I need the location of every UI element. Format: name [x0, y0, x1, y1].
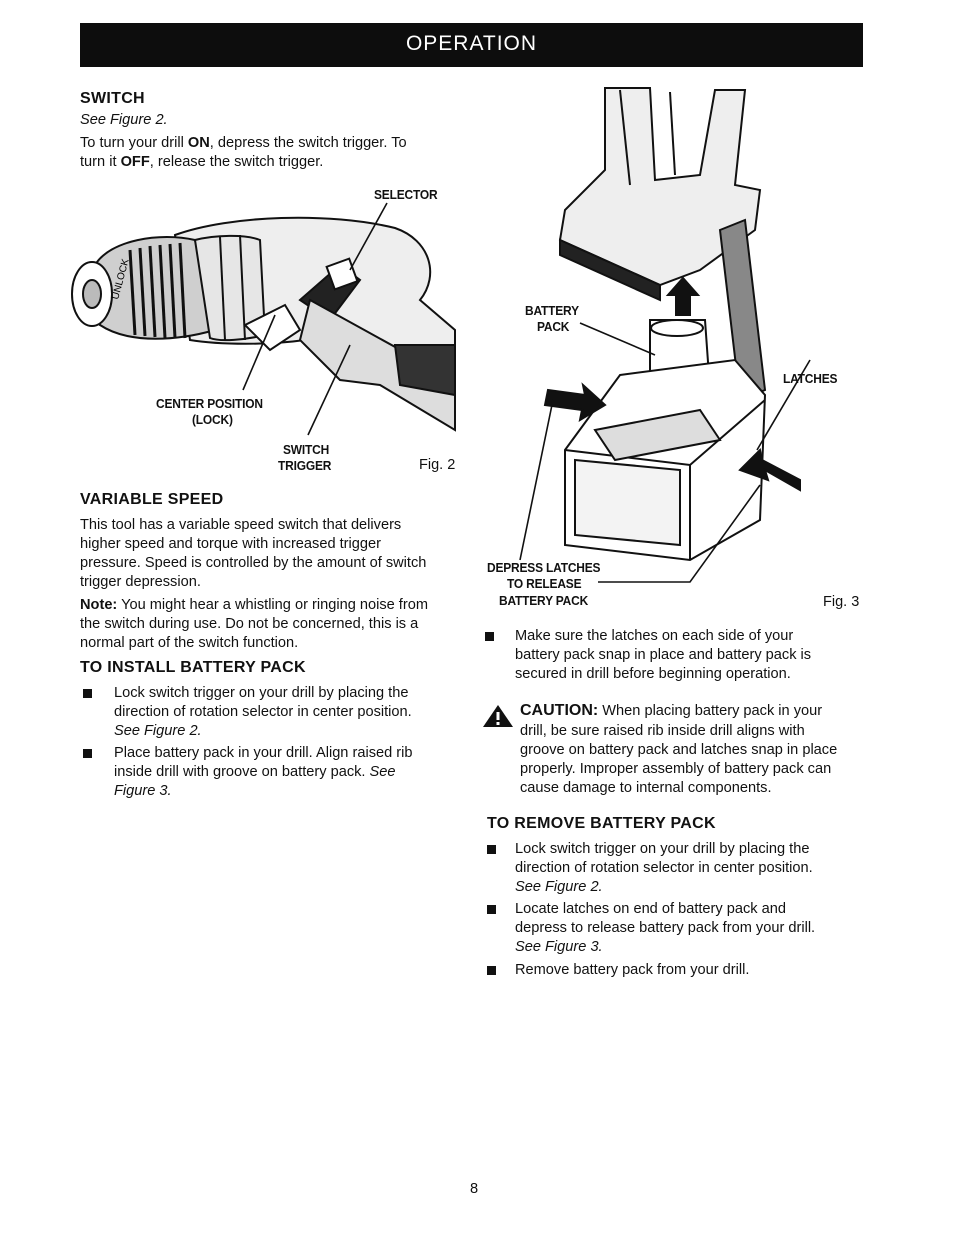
label-lock: (LOCK) [192, 412, 233, 427]
variable-speed-line1: This tool has a variable speed switch th… [80, 517, 402, 533]
bullet-marker [487, 845, 496, 854]
figure2-caption: Fig. 2 [419, 457, 456, 473]
caution-line3: groove on battery pack and latches snap … [520, 742, 838, 758]
remove-bullet-2: Locate latches on end of battery pack an… [484, 900, 874, 960]
label-pack: PACK [537, 319, 570, 334]
install-bullet-2: Place battery pack in your drill. Align … [80, 744, 460, 804]
remove-bullet-1: Lock switch trigger on your drill by pla… [484, 840, 874, 900]
switch-see-figure: See Figure 2. [80, 112, 168, 128]
variable-speed-heading: VARIABLE SPEED [80, 491, 224, 508]
section-banner: OPERATION [80, 23, 863, 67]
label-depress-latches: DEPRESS LATCHES [487, 560, 601, 575]
label-center-position: CENTER POSITION [156, 396, 263, 411]
figure3-caption: Fig. 3 [823, 594, 860, 610]
label-battery: BATTERY [525, 303, 579, 318]
caution-line5: cause damage to internal components. [520, 780, 772, 796]
variable-speed-line3: pressure. Speed is controlled by the amo… [80, 555, 427, 571]
install-heading: TO INSTALL BATTERY PACK [80, 659, 306, 676]
section-title: OPERATION [405, 32, 538, 55]
note-line2: the switch during use. Do not be concern… [80, 616, 419, 632]
install-bullet-1: Lock switch trigger on your drill by pla… [80, 684, 460, 744]
remove-bullet-3: Remove battery pack from your drill. [484, 961, 874, 981]
switch-heading: SWITCH [80, 90, 145, 107]
note-line1: Note: You might hear a whistling or ring… [80, 597, 428, 613]
switch-text-line2: turn it OFF, release the switch trigger. [80, 154, 324, 170]
bullet-marker [487, 966, 496, 975]
switch-text-line1: To turn your drill ON, depress the switc… [80, 135, 407, 151]
label-selector: SELECTOR [374, 187, 438, 202]
label-battery-pack: BATTERY PACK [499, 593, 589, 608]
bullet-marker [83, 689, 92, 698]
caution-line2: drill, be sure raised rib inside drill a… [520, 723, 805, 739]
remove-heading: TO REMOVE BATTERY PACK [487, 815, 716, 832]
bullet-marker [83, 749, 92, 758]
label-to-release: TO RELEASE [507, 576, 582, 591]
variable-speed-line2: higher speed and torque with increased t… [80, 536, 381, 552]
note-line3: normal part of the switch function. [80, 635, 299, 651]
latches-bullet: Make sure the latches on each side of yo… [482, 627, 872, 687]
caution-line1: CAUTION: When placing battery pack in yo… [520, 702, 823, 719]
variable-speed-line4: trigger depression. [80, 574, 201, 590]
bullet-marker [485, 632, 494, 641]
warning-triangle-icon [483, 705, 513, 727]
label-switch: SWITCH [283, 442, 330, 457]
label-trigger: TRIGGER [278, 458, 332, 473]
bullet-marker [487, 905, 496, 914]
label-latches: LATCHES [783, 371, 838, 386]
caution-line4: properly. Improper assembly of battery p… [520, 761, 832, 777]
page-number: 8 [470, 1181, 479, 1197]
